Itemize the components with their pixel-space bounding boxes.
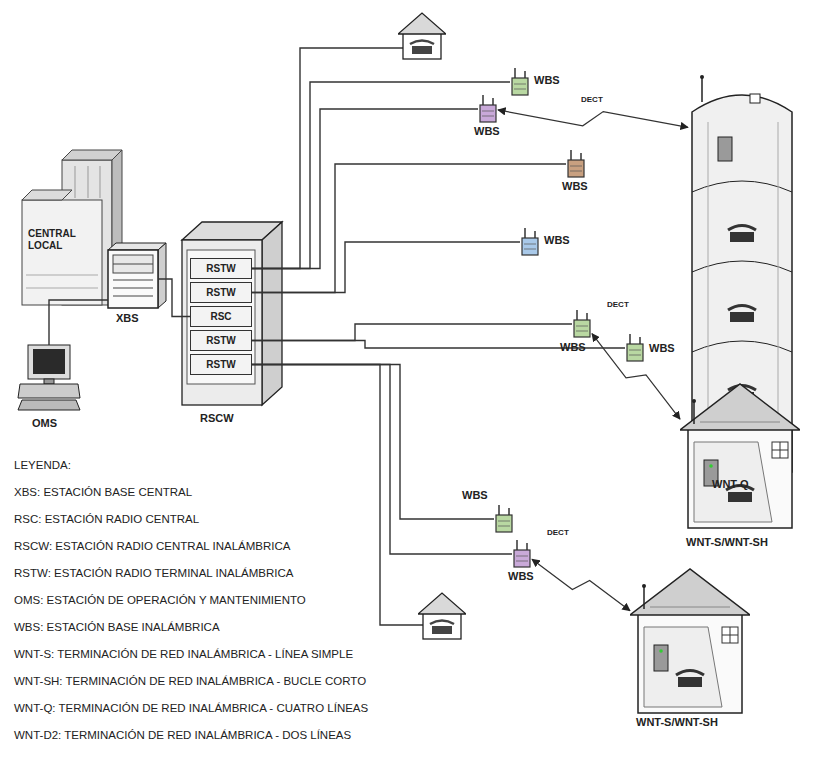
xbs-rack bbox=[108, 243, 166, 308]
legend-text: WNT-S: TERMINACIÓN DE RED INALÁMBRICA - … bbox=[14, 648, 353, 660]
wire bbox=[252, 82, 510, 269]
legend-row: WNT-SH: TERMINACIÓN DE RED INALÁMBRICA -… bbox=[14, 674, 368, 701]
radio-link bbox=[498, 110, 688, 127]
legend-row: WNT-S: TERMINACIÓN DE RED INALÁMBRICA - … bbox=[14, 647, 368, 674]
node-label: WNT-Q bbox=[712, 478, 749, 491]
link-label: DECT bbox=[606, 300, 630, 310]
radio-link bbox=[592, 334, 680, 419]
wbs-antenna: WBS bbox=[520, 228, 540, 256]
legend-row: RSTW: ESTACIÓN RADIO TERMINAL INALÁMBRIC… bbox=[14, 566, 368, 593]
link-label: DECT bbox=[546, 528, 570, 538]
legend-text: XBS: ESTACIÓN BASE CENTRAL bbox=[14, 486, 192, 498]
node-label: WNT-S/WNT-SH bbox=[636, 716, 718, 729]
node-label: WBS bbox=[649, 342, 675, 355]
xbs-rack: XBS bbox=[108, 250, 158, 308]
legend-text: WNT-D2: TERMINACIÓN DE RED INALÁMBRICA -… bbox=[14, 729, 351, 741]
wbs-icon bbox=[572, 310, 592, 338]
node-text: RSTW bbox=[206, 287, 235, 298]
wbs-antenna: WBS bbox=[512, 540, 532, 568]
legend-row: WNT-Q: TERMINACIÓN DE RED INALÁMBRICA - … bbox=[14, 701, 368, 728]
rstw-module: RSTW bbox=[190, 282, 252, 303]
legend-text: RSTW: ESTACIÓN RADIO TERMINAL INALÁMBRIC… bbox=[14, 567, 293, 579]
oms-computer bbox=[18, 345, 80, 410]
legend-text: WNT-Q: TERMINACIÓN DE RED INALÁMBRICA - … bbox=[14, 702, 368, 714]
rstw-module: RSTW bbox=[190, 354, 252, 375]
rscw-cabinet: RSCWRSTWRSTWRSCRSTWRSTW bbox=[182, 222, 282, 407]
node-label: WNT-S/WNT-SH bbox=[686, 536, 768, 549]
house-wires bbox=[252, 48, 423, 625]
legend-row: XBS: ESTACIÓN BASE CENTRAL bbox=[14, 485, 368, 512]
wire bbox=[252, 242, 520, 293]
legend-text: WBS: ESTACIÓN BASE INALÁMBRICA bbox=[14, 621, 220, 633]
node-label: WBS bbox=[544, 234, 570, 247]
wbs-icon bbox=[520, 228, 540, 256]
node-label: WBS bbox=[462, 489, 488, 502]
wbs-icon bbox=[566, 150, 586, 178]
legend-row: RSC: ESTACIÓN RADIO CENTRAL bbox=[14, 512, 368, 539]
node-label: WBS bbox=[534, 74, 560, 87]
wbs-icon bbox=[512, 540, 532, 568]
wbs-antenna: WBS bbox=[625, 334, 645, 362]
wbs-antenna: WBS bbox=[478, 95, 498, 123]
node-text: RSC bbox=[210, 311, 231, 322]
central-building bbox=[22, 150, 122, 305]
legend-row: WNT-D2: TERMINACIÓN DE RED INALÁMBRICA -… bbox=[14, 728, 368, 755]
legend-row: WBS: ESTACIÓN BASE INALÁMBRICA bbox=[14, 620, 368, 647]
wbs-icon bbox=[625, 334, 645, 362]
wire bbox=[49, 300, 108, 345]
node-text: RSTW bbox=[206, 335, 235, 346]
rstw-module: RSTW bbox=[190, 330, 252, 351]
link-label: DECT bbox=[580, 95, 604, 105]
wire bbox=[252, 365, 512, 555]
node-text: CENTRAL LOCAL bbox=[22, 200, 108, 252]
legend: LEYENDA:XBS: ESTACIÓN BASE CENTRAL RSC: E… bbox=[14, 458, 368, 755]
wbs-icon bbox=[478, 95, 498, 123]
wnt-house: WNT-S/WNT-SH bbox=[630, 565, 750, 710]
rscw-cabinet bbox=[182, 222, 282, 405]
node-label: RSCW bbox=[200, 412, 234, 425]
node-label: OMS bbox=[32, 417, 57, 430]
wbs-antenna: WBS bbox=[510, 68, 530, 96]
wire bbox=[252, 164, 566, 293]
building-front: CENTRAL LOCAL bbox=[22, 200, 108, 305]
wire bbox=[158, 279, 190, 317]
node-label: WBS bbox=[474, 125, 500, 138]
house-phone bbox=[398, 13, 446, 59]
node-text: RSTW bbox=[206, 263, 235, 274]
house-terminal bbox=[680, 384, 800, 528]
node-label: WBS bbox=[508, 570, 534, 583]
rstw-module: RSTW bbox=[190, 258, 252, 279]
wire bbox=[252, 365, 494, 520]
legend-text: WNT-SH: TERMINACIÓN DE RED INALÁMBRICA -… bbox=[14, 675, 366, 687]
rsc-module: RSC bbox=[190, 306, 252, 327]
node-text: RSTW bbox=[206, 359, 235, 370]
node-label: WBS bbox=[562, 180, 588, 193]
node-label: XBS bbox=[116, 312, 139, 325]
wnt-house: WNT-S/WNT-SH bbox=[680, 380, 800, 530]
wbs-icon bbox=[510, 68, 530, 96]
house-phone bbox=[418, 593, 466, 639]
legend-row: OMS: ESTACIÓN DE OPERACIÓN Y MANTENIMIEN… bbox=[14, 593, 368, 620]
wbs-antenna: WBS bbox=[566, 150, 586, 178]
wire bbox=[252, 324, 572, 341]
legend-text: RSC: ESTACIÓN RADIO CENTRAL bbox=[14, 513, 199, 525]
legend-text: OMS: ESTACIÓN DE OPERACIÓN Y MANTENIMIEN… bbox=[14, 594, 306, 606]
wbs-icon bbox=[494, 505, 514, 533]
node-label: WBS bbox=[560, 341, 586, 354]
wnt-q-building: WNT-Q bbox=[688, 42, 796, 474]
legend-text: RSCW: ESTACIÓN RADIO CENTRAL INALÁMBRICA bbox=[14, 540, 290, 552]
wbs-antenna: WBS bbox=[494, 505, 514, 533]
legend-heading: LEYENDA: bbox=[14, 458, 368, 485]
wbs-antenna: WBS bbox=[572, 310, 592, 338]
radio-link bbox=[532, 559, 630, 610]
oms-computer: OMS bbox=[18, 345, 80, 411]
legend-row: RSCW: ESTACIÓN RADIO CENTRAL INALÁMBRICA bbox=[14, 539, 368, 566]
wire bbox=[252, 109, 478, 269]
house-terminal bbox=[630, 569, 750, 713]
